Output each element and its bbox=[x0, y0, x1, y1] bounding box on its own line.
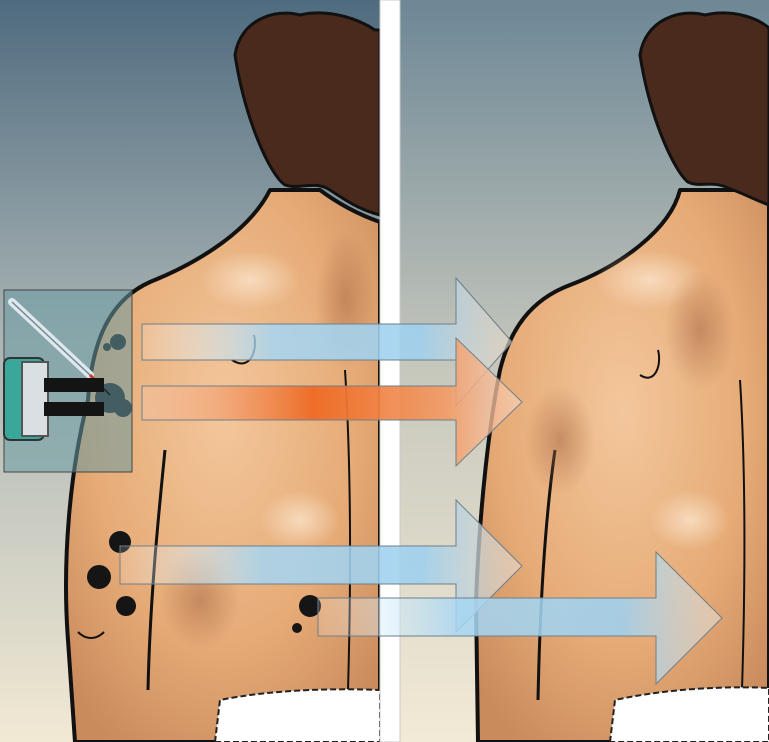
treatment-inset bbox=[4, 290, 132, 472]
skin-shadow bbox=[525, 385, 595, 495]
lesion bbox=[116, 596, 136, 616]
skin-highlight bbox=[200, 250, 300, 310]
lesion bbox=[292, 623, 302, 633]
skin-highlight bbox=[650, 490, 730, 550]
lesion bbox=[87, 565, 111, 589]
skin-highlight bbox=[260, 490, 340, 550]
towel-left bbox=[215, 689, 380, 742]
skin-shadow bbox=[665, 270, 735, 390]
